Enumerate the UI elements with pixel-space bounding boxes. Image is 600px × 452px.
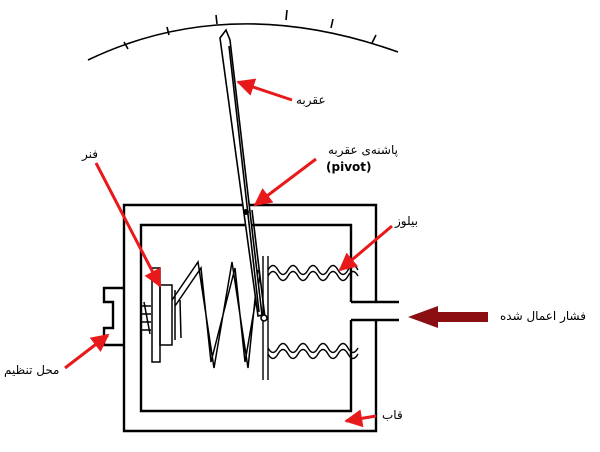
adjust-screw (141, 301, 151, 335)
label-pivot-en: (pivot) (326, 160, 372, 174)
pointer-needle (219, 28, 263, 317)
label-pressure: فشار اعمال شده (500, 309, 586, 323)
frame (102, 203, 399, 433)
dial-arc (87, 23, 399, 61)
dial-tick (285, 9, 288, 21)
arrow-adjust (64, 333, 110, 370)
spring (141, 260, 261, 369)
pivot-point (243, 209, 250, 216)
label-pointer: عقربه (296, 93, 326, 107)
dial-tick (330, 18, 334, 29)
arrow-frame (344, 409, 377, 428)
dial-tick (166, 26, 170, 36)
bellows-top-wave (267, 264, 359, 282)
label-adjust: محل تنظیم (4, 363, 60, 377)
dial-scale (87, 9, 399, 61)
spring-coils (171, 260, 261, 369)
pressure-arrow (408, 306, 488, 328)
arrow-pivot (253, 157, 317, 207)
dial-tick (215, 14, 218, 25)
dial-tick (371, 34, 377, 44)
bellows-bottom-wave (267, 342, 359, 360)
pointer (219, 28, 268, 322)
label-bellows: بیلوز (395, 214, 418, 228)
arrow-pointer (236, 78, 293, 102)
label-pivot: پاشنه‌ی عقربه (328, 143, 398, 157)
label-spring: فنر (82, 147, 98, 161)
callout-arrows (64, 78, 393, 428)
bellows (262, 256, 359, 380)
dial-tick (123, 41, 129, 50)
label-frame: قاب (382, 408, 403, 422)
arrow-bellows (338, 224, 393, 272)
arrow-spring (94, 162, 162, 288)
